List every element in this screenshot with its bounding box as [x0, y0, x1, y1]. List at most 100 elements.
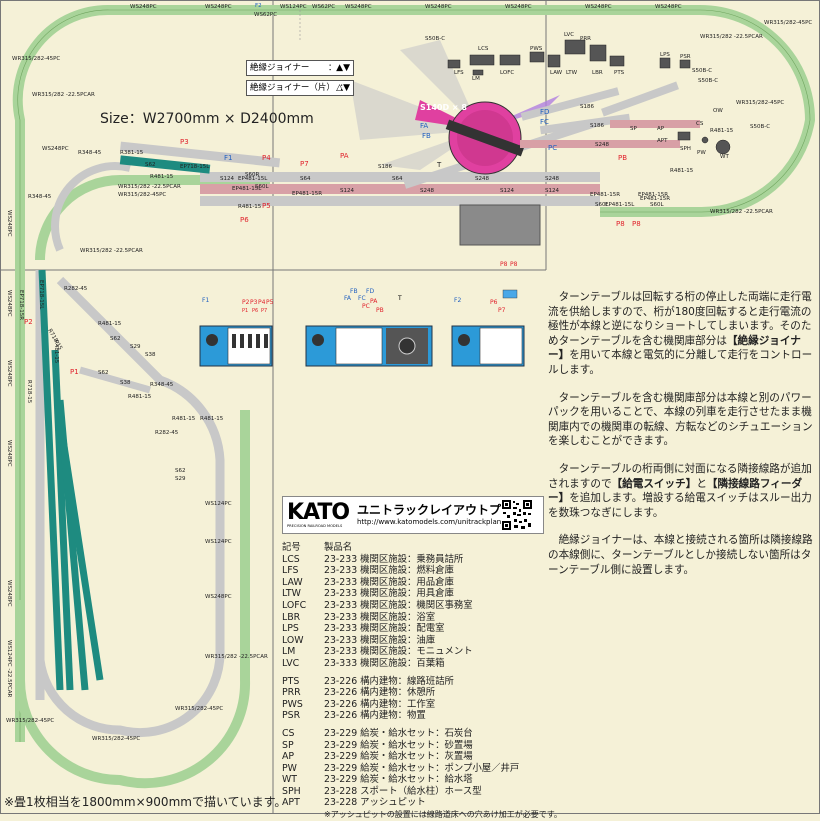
- yard-left: [38, 269, 153, 691]
- track-label: S62: [110, 336, 121, 342]
- point-label: R282-45: [155, 430, 179, 436]
- legend-code: LFS: [282, 565, 299, 577]
- track-label: WS248PC: [130, 4, 157, 10]
- legend-code: LPS: [282, 623, 299, 635]
- track-label: WS248PC: [42, 146, 69, 152]
- point-label: R481-15: [200, 416, 224, 422]
- joiner-pair-row: 絶縁ジョイナー（片） ： △▼: [246, 80, 354, 96]
- joiner-normal-label: 絶縁ジョイナー: [250, 63, 310, 73]
- point-label: S50B-C: [692, 68, 712, 74]
- legend-name: 23-226 構内建物：物置: [324, 710, 426, 722]
- point-label: R481-15: [238, 204, 262, 210]
- turntable-marker: T: [397, 295, 402, 302]
- track-label: WS248PC: [585, 4, 612, 10]
- legend-code: SP: [282, 739, 294, 751]
- point-label: R481-15: [128, 394, 152, 400]
- kato-url[interactable]: http://www.katomodels.com/unitrackplan/: [357, 518, 504, 526]
- legend-name: 23-233 機関区施設：機関区事務室: [324, 599, 473, 611]
- building-label: OW: [713, 108, 723, 114]
- info-paragraph-3: ターンテーブルの桁両側に対面になる隣接線路が追加されますので【給電スイッチ】と【…: [548, 462, 812, 519]
- legend-name: 23-233 機関区施設：用品倉庫: [324, 576, 454, 588]
- feeder-marker: PC: [548, 144, 557, 152]
- legend-code: PW: [282, 762, 297, 774]
- point-label: EP718-15L: [180, 164, 210, 170]
- track-label: WR315/282 -22.5PCAR: [700, 34, 763, 40]
- point-label: R282-45: [64, 286, 88, 292]
- gap-marker: P6: [240, 216, 249, 224]
- track-label: WR315/282 -22.5PCAR: [710, 209, 773, 215]
- track-label: WS124PC: [280, 4, 307, 10]
- control-panel-mid: FB FC FD FA PA PC PB T: [305, 288, 433, 367]
- legend-name: 23-233 機関区施設：用具倉庫: [324, 588, 454, 600]
- building-label: LVC: [564, 32, 574, 38]
- layout-size: Size：W2700mm × D2400mm: [100, 111, 314, 127]
- gap-marker: P6: [252, 308, 258, 314]
- legend-code: SPH: [282, 785, 301, 797]
- joiner-pair-sep: ：: [339, 83, 349, 93]
- power-pack-icon: [206, 334, 218, 346]
- track-label: WS248PC: [6, 360, 12, 387]
- track-label: WR315/282 -22.5PCAR: [118, 184, 181, 190]
- track-label: S186: [590, 123, 604, 129]
- track-label: WR315/282-45PC: [12, 56, 60, 62]
- gap-marker: P8: [500, 261, 508, 268]
- track-label: S62: [145, 162, 156, 168]
- legend-code: PWS: [282, 698, 303, 710]
- point-label: R381-15: [120, 150, 144, 156]
- left-labels: WS248PC WS248PC WS248PC WS248PC WS248PC …: [6, 210, 268, 742]
- joiner-normal-sep: ：: [328, 63, 337, 73]
- feeder-marker: F1: [202, 297, 209, 304]
- gap-marker: P7: [261, 308, 267, 314]
- yard-labels: S140D × 8 T S186 S186 S248 S186 S124 S64…: [98, 103, 664, 482]
- point-label: R348-45: [28, 194, 52, 200]
- track-label: S124: [340, 188, 354, 194]
- building-label: WT: [720, 154, 729, 160]
- building-label: LBR: [592, 70, 603, 76]
- point-label: S50B-C: [425, 36, 445, 42]
- track-label: WR315/282-45PC: [118, 192, 166, 198]
- track-label: WS124PC -22.5PCAR: [6, 640, 12, 697]
- track-label: S186: [378, 164, 392, 170]
- info-paragraph-1: ターンテーブルは回転する桁の停止した両端に走行電流を供給しますので、桁が180度…: [548, 291, 813, 376]
- point-label: R348-45: [150, 382, 174, 388]
- track-label: S62: [175, 468, 186, 474]
- outer-bottom-curve: [15, 410, 251, 789]
- gap-marker: P7: [498, 307, 506, 314]
- building-label: LTW: [566, 70, 578, 76]
- point-label: EP481-15L: [238, 176, 268, 182]
- feeder-marker: F2: [454, 297, 461, 304]
- track-label: WR315/282 -22.5PCAR: [32, 92, 95, 98]
- feeder-marker: FB: [350, 288, 358, 295]
- gap-marker: PB: [618, 154, 627, 162]
- building-label: LAW: [550, 70, 563, 76]
- building-label: LPS: [660, 52, 670, 58]
- turntable-marker: T: [436, 161, 442, 169]
- track-label: WS248PC: [205, 594, 232, 600]
- legend-name: 23-226 構内建物：休憩所: [324, 687, 436, 699]
- buildings: [447, 39, 731, 155]
- power-pack-icon: [458, 334, 470, 346]
- point-label: EP718-15R: [18, 290, 24, 320]
- top-labels: WS248PC WS248PC WS124PC WS62PC WS248PC W…: [12, 3, 812, 254]
- gap-marker: P8: [510, 261, 518, 268]
- point-label: R481-15: [710, 128, 734, 134]
- inner-bottom-loop: [35, 276, 225, 738]
- track-label: WR315/282 -22.5PCAR: [205, 654, 268, 660]
- track-label: WS248PC: [6, 290, 12, 317]
- joiner-half-icon: △▼: [336, 83, 350, 93]
- legend-code: LVC: [282, 657, 300, 669]
- point-label: R718-15: [26, 380, 32, 404]
- gap-marker: PA: [340, 152, 349, 160]
- legend-name: 23-229 給炭・給水セット：灰置場: [324, 751, 473, 763]
- track-label: S124: [220, 176, 234, 182]
- legend-note: ※アッシュピットの設置には線路道床への穴あけ加工が必要です。: [324, 810, 562, 820]
